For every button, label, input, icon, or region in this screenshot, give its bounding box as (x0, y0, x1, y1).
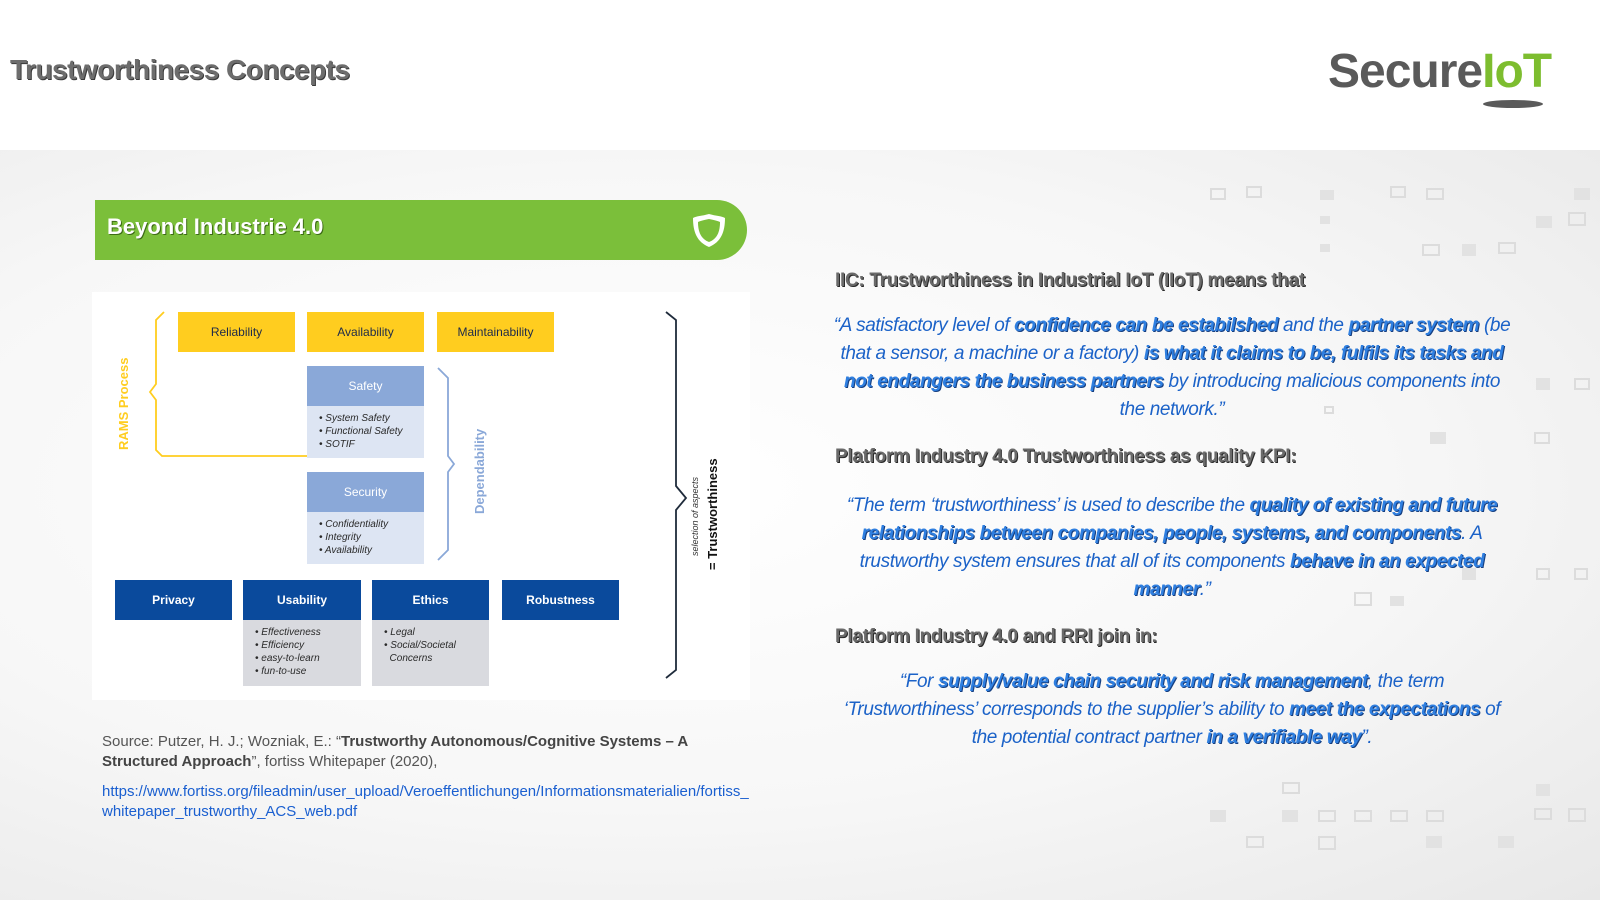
source-title: Trustworthy Autonomous/Cognitive Systems… (102, 733, 688, 770)
ethics-item: • Legal (384, 627, 415, 638)
ethics-box: Ethics (372, 580, 489, 620)
quote-text: “A satisfactory level of (833, 315, 1015, 336)
security-item: • Integrity (319, 532, 361, 543)
usability-item: • Efficiency (255, 640, 305, 651)
trustworthiness-diagram: RAMS Process Dependability selection of … (92, 292, 750, 700)
robustness-box: Robustness (502, 580, 619, 620)
safety-details: • System Safety • Functional Safety • SO… (307, 406, 424, 458)
quote-text: ”. (1361, 727, 1373, 748)
source-suffix: ”, fortiss Whitepaper (2020), (251, 753, 438, 770)
iic-heading: IIC: Trustworthiness in Industrial IoT (… (835, 270, 1305, 291)
page-title: Trustworthiness Concepts (10, 54, 350, 85)
availability-box: Availability (307, 312, 424, 352)
selection-of-aspects-label: selection of aspects (690, 476, 700, 556)
security-item: • Availability (319, 545, 372, 556)
security-item: • Confidentiality (319, 519, 389, 530)
maintainability-box: Maintainability (437, 312, 554, 352)
logo-text-secure: Secure (1328, 45, 1483, 98)
ethics-item: • Social/Societal (384, 640, 456, 651)
usability-details: • Effectiveness • Efficiency • easy-to-l… (243, 620, 361, 686)
quote-emphasis: partner system (1348, 315, 1480, 336)
safety-item: • System Safety (319, 413, 390, 424)
quote-text: “The term ‘trustworthiness’ is used to d… (846, 495, 1250, 516)
security-details: • Confidentiality • Integrity • Availabi… (307, 512, 424, 564)
rri-quote: “For supply/value chain security and ris… (832, 668, 1512, 752)
quote-text: (be that a sensor, a machine or a factor… (840, 315, 1511, 364)
kpi-quote: “The term ‘trustworthiness’ is used to d… (832, 492, 1512, 604)
quote-emphasis: behave in an expected manner (1133, 551, 1485, 600)
safety-box: Safety (307, 366, 424, 406)
quote-emphasis: quality of existing and future relations… (861, 495, 1498, 544)
privacy-box: Privacy (115, 580, 232, 620)
banner-title: Beyond Industrie 4.0 (107, 214, 324, 239)
usability-item: • Effectiveness (255, 627, 321, 638)
iic-quote: “A satisfactory level of confidence can … (832, 312, 1512, 424)
quote-text: , the term ‘Trustworthiness’ corresponds… (843, 671, 1445, 720)
quote-emphasis: supply/value chain security and risk man… (937, 671, 1368, 692)
diagram-brackets (148, 311, 688, 679)
logo-text-iot: IoT (1482, 45, 1552, 98)
quote-text: of the potential contract partner (971, 699, 1501, 748)
usability-item: • fun-to-use (255, 666, 307, 677)
source-citation: Source: Putzer, H. J.; Wozniak, E.: “Tru… (102, 732, 752, 772)
quote-emphasis: meet the expectations (1289, 699, 1481, 720)
source-prefix: Source: Putzer, H. J.; Wozniak, E.: “ (102, 733, 341, 750)
quote-text: “For (899, 671, 938, 692)
quote-emphasis: confidence can be estabilshed (1014, 315, 1279, 336)
dependability-label: Dependability (472, 428, 487, 514)
usability-item: • easy-to-learn (255, 653, 320, 664)
secureiot-logo: SecureIoT (1328, 44, 1558, 114)
rams-process-label: RAMS Process (116, 357, 131, 450)
shield-icon (693, 214, 725, 247)
quote-text: and the (1278, 315, 1349, 336)
reliability-box: Reliability (178, 312, 295, 352)
quote-text: . A trustworthy system ensures that all … (859, 523, 1483, 572)
safety-item: • SOTIF (319, 439, 355, 450)
quote-text: by introducing malicious components into… (1119, 371, 1501, 420)
logo-swoosh (1483, 100, 1543, 108)
section-banner: Beyond Industrie 4.0 (95, 200, 747, 260)
quote-emphasis: is what it claims to be, fulfils its tas… (844, 343, 1504, 392)
quote-text: .” (1199, 579, 1211, 600)
quote-emphasis: in a verifiable way (1206, 727, 1362, 748)
ethics-item: Concerns (384, 653, 433, 664)
ethics-details: • Legal • Social/Societal Concerns (372, 620, 489, 686)
rri-heading: Platform Industry 4.0 and RRI join in: (835, 626, 1158, 647)
source-link[interactable]: https://www.fortiss.org/fileadmin/user_u… (102, 783, 749, 820)
usability-box: Usability (243, 580, 361, 620)
security-box: Security (307, 472, 424, 512)
safety-item: • Functional Safety (319, 426, 403, 437)
trustworthiness-label: = Trustworthiness (705, 458, 720, 570)
kpi-heading: Platform Industry 4.0 Trustworthiness as… (835, 446, 1297, 467)
